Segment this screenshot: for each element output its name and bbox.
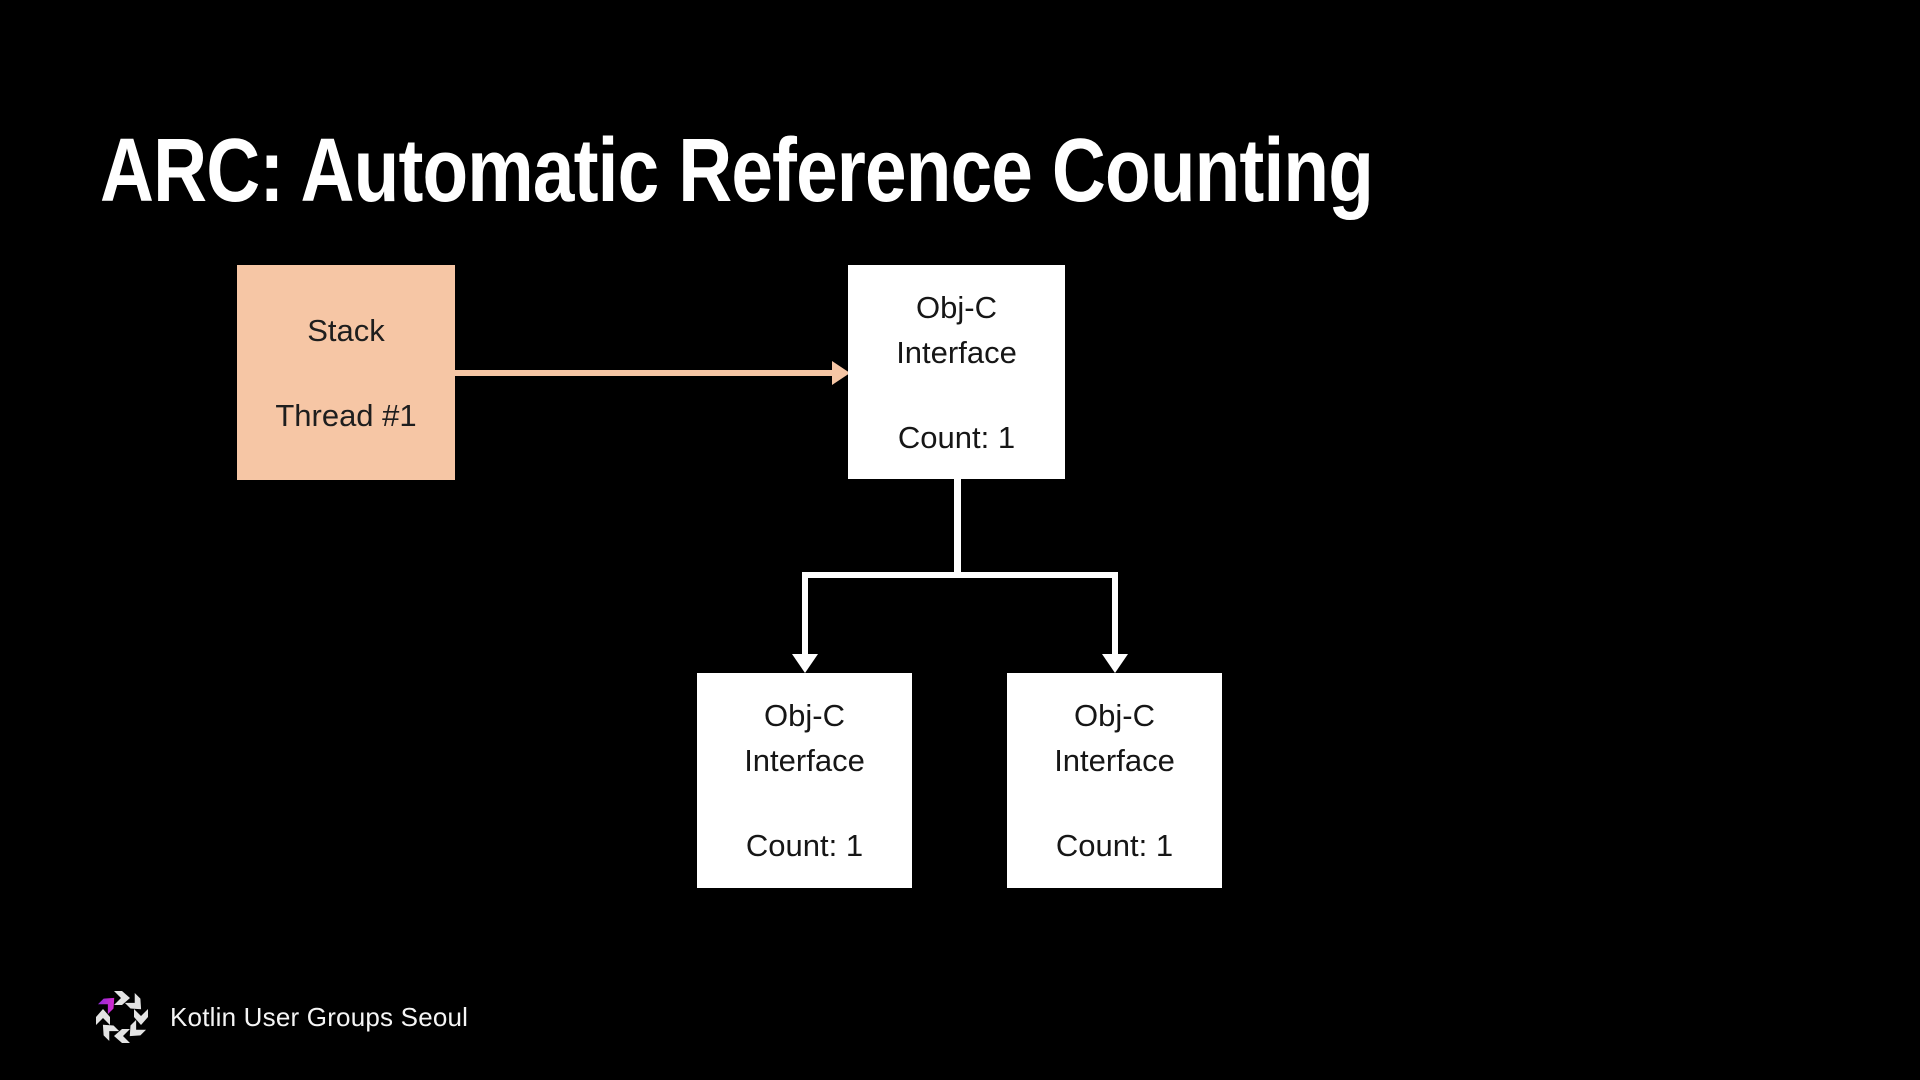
node-title-line2: Interface (1054, 743, 1175, 778)
connector-root-stem (954, 478, 961, 576)
node-title-line2: Interface (896, 334, 1017, 370)
objc-interface-node-root: Obj-C Interface Count: 1 (848, 265, 1065, 479)
node-title-line1: Obj-C (764, 698, 845, 733)
connector-drop-right (1112, 572, 1118, 655)
node-count-label: Count: 1 (745, 828, 864, 863)
footer-label: Kotlin User Groups Seoul (170, 1001, 469, 1032)
node-title-line2: Interface (744, 743, 865, 778)
objc-interface-node-right: Obj-C Interface Count: 1 (1007, 673, 1222, 888)
objc-interface-node-left: Obj-C Interface Count: 1 (697, 673, 912, 888)
thread-label: Thread #1 (275, 397, 417, 433)
arrow-stack-to-root-line (455, 370, 832, 376)
arrow-down-right-head-icon (1102, 654, 1128, 673)
node-count-label: Count: 1 (897, 419, 1016, 455)
connector-branch-horizontal (802, 572, 1118, 578)
stack-label: Stack (307, 312, 385, 348)
footer: Kotlin User Groups Seoul (92, 986, 468, 1048)
connector-drop-left (802, 572, 808, 655)
kotlin-user-groups-logo-icon (96, 991, 148, 1043)
slide-title: ARC: Automatic Reference Counting (100, 121, 1374, 222)
arrow-down-left-head-icon (792, 654, 818, 673)
node-count-label: Count: 1 (1055, 828, 1174, 863)
stack-box: Stack Thread #1 (237, 265, 455, 480)
node-title-line1: Obj-C (916, 289, 997, 325)
arrow-stack-to-root-head-icon (832, 361, 850, 385)
node-title-line1: Obj-C (1074, 698, 1155, 733)
